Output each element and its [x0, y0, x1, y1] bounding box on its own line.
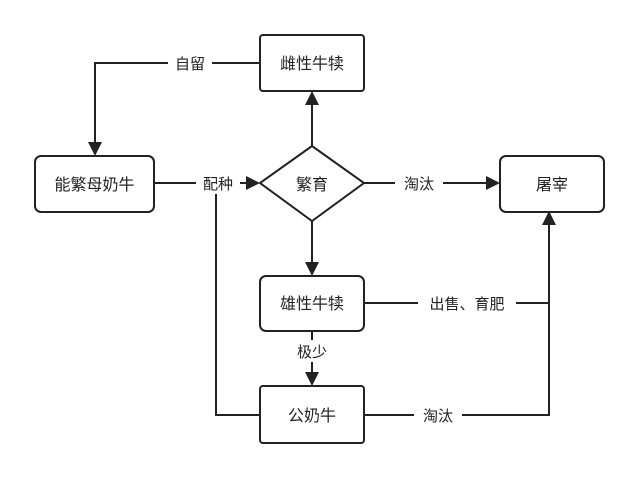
node-bull-label: 公奶牛	[288, 406, 336, 425]
edge-sell-line	[364, 225, 550, 304]
edge-breed-heifer-arrowhead	[305, 91, 319, 105]
edge-cull-label: 淘汰	[404, 175, 434, 193]
node-breeding-decision	[258, 144, 366, 223]
node-heifer-label: 雌性牛犊	[280, 54, 344, 73]
node-bull-calf	[259, 275, 365, 332]
edge-bull-cull-label: 淘汰	[423, 407, 453, 425]
edge-mating-label: 配种	[203, 175, 233, 193]
edge-breed-bull-calf-arrowhead	[305, 262, 319, 276]
edge-rarely-arrowhead	[305, 372, 319, 386]
node-bull-calf-label: 雄性牛犊	[280, 294, 344, 313]
edge-bull-cull-label-bg	[414, 404, 462, 426]
edge-keep-label: 自留	[175, 55, 205, 73]
node-slaughter	[499, 155, 605, 213]
edge-rarely-label: 极少	[297, 343, 327, 361]
edge-mating-label-bg	[196, 172, 240, 194]
edge-bull-cull-line	[364, 303, 550, 416]
edge-keep-line	[94, 62, 260, 142]
node-breeding-cow-label: 能繁母奶牛	[54, 175, 134, 194]
node-slaughter-label: 屠宰	[536, 175, 568, 194]
node-bull	[259, 385, 365, 444]
edge-keep-arrowhead	[88, 142, 102, 156]
edge-keep-label-bg	[168, 52, 212, 74]
edge-rarely-label-bg	[289, 340, 335, 362]
edge-sell-label: 出售、育肥	[429, 295, 504, 313]
node-breeding-cow	[34, 155, 155, 213]
node-heifer	[259, 34, 365, 92]
edge-sell-label-bg	[418, 292, 516, 314]
edge-cull-label-bg	[395, 172, 443, 194]
edge-cull-arrowhead	[486, 176, 500, 190]
edge-bull-mating-line	[215, 183, 260, 416]
edge-sell-arrowhead	[542, 211, 556, 225]
node-breeding-label: 繁育	[296, 175, 328, 194]
edge-mating-arrowhead	[246, 176, 260, 190]
